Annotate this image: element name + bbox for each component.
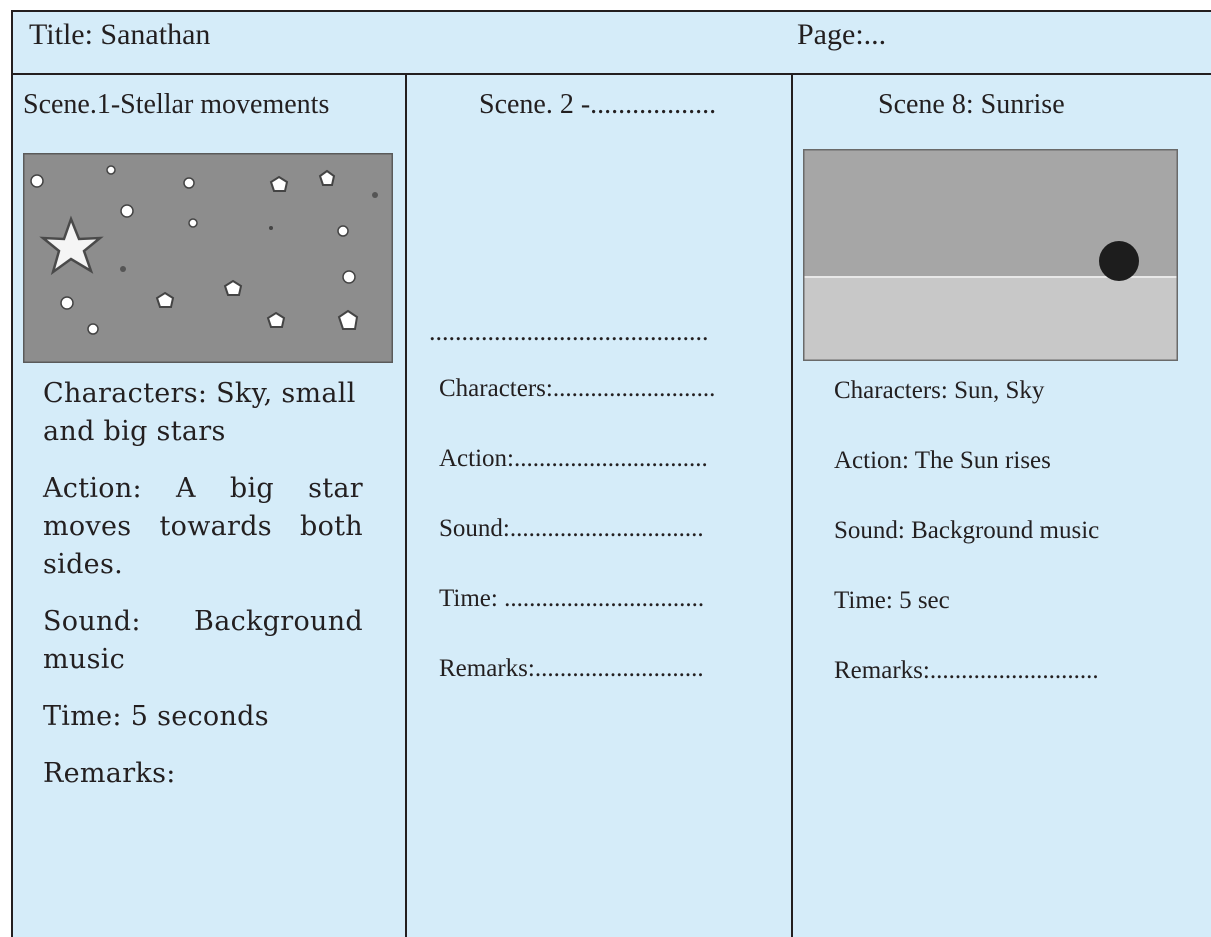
scene-1-remarks: Remarks: (43, 758, 176, 789)
scene-8-fields: Characters: Sun, Sky Action: The Sun ris… (834, 377, 1099, 727)
storyboard-header: Title: Sanathan Page:... (13, 12, 1211, 75)
sunrise-image (803, 149, 1178, 361)
scene-8-time: Time: 5 sec (834, 587, 950, 614)
scene-8-heading: Scene 8: Sunrise (878, 89, 1065, 120)
scene-2-heading: Scene. 2 -.................. (479, 89, 717, 120)
scene-2-fields: Characters:.......................... Ac… (439, 375, 715, 725)
scene-8-action: Action: The Sun rises (834, 447, 1051, 474)
scene-1-time: Time: 5 seconds (43, 701, 269, 732)
stellar-movements-image (23, 153, 393, 363)
scene-8-characters: Characters: Sun, Sky (834, 377, 1045, 404)
scene-1-heading: Scene.1-Stellar movements (23, 89, 330, 120)
scene-8-panel: Scene 8: Sunrise Characters: Sun, Sky Ac… (793, 75, 1211, 937)
storyboard-sheet: Title: Sanathan Page:... Scene.1-Stellar… (11, 10, 1211, 937)
scene-2-characters: Characters:.......................... (439, 375, 716, 402)
scene-2-sound: Sound:............................... (439, 515, 704, 542)
scene-1-panel: Scene.1-Stellar movements (13, 75, 407, 937)
scene-2-time: Time: ................................ (439, 585, 705, 612)
scene-1-sound: Sound: Background music (43, 606, 363, 675)
scene-2-blank-line: ........................................… (429, 317, 709, 346)
scene-8-remarks: Remarks:........................... (834, 657, 1099, 684)
scene-2-panel: Scene. 2 -.................. ...........… (407, 75, 793, 937)
scene-2-remarks: Remarks:........................... (439, 655, 704, 682)
page-number: Page:... (797, 18, 887, 51)
storyboard-title: Title: Sanathan (29, 18, 211, 51)
scene-1-characters: Characters: Sky, small and big stars (43, 378, 356, 447)
scene-2-action: Action:............................... (439, 445, 708, 472)
scene-1-action: Action: A big star moves towards both si… (43, 473, 363, 580)
scene-1-details: Characters: Sky, small and big stars Act… (43, 375, 363, 812)
scene-8-sound: Sound: Background music (834, 517, 1100, 544)
